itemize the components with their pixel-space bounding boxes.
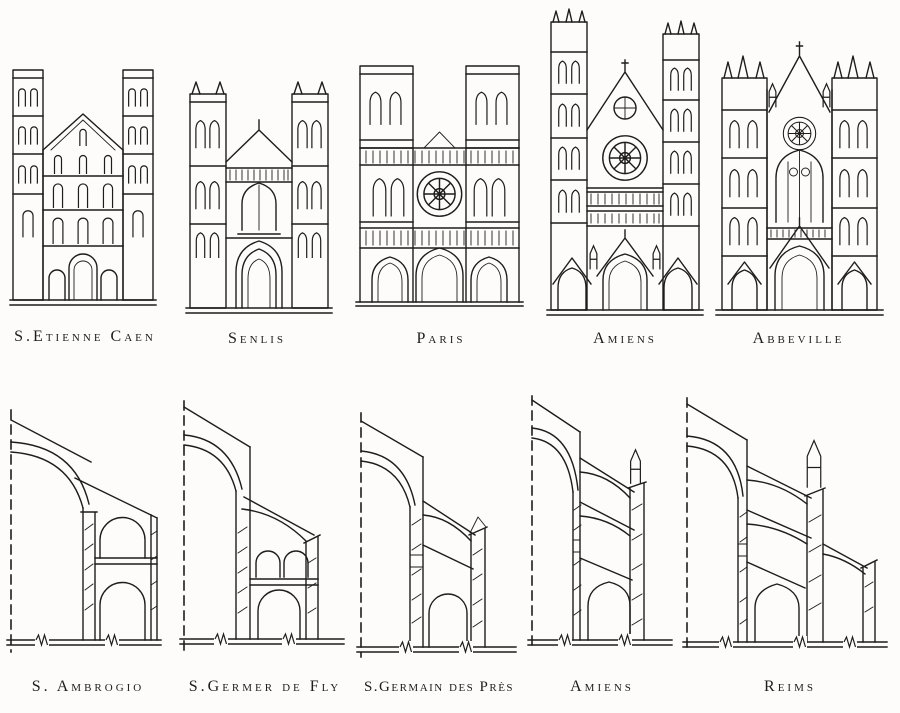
facade-drawing-setienne-caen <box>9 69 157 306</box>
section-drawing-reims <box>682 397 888 653</box>
section-s-germain-des-pres <box>355 405 520 667</box>
caption-reims: Reims <box>764 678 816 695</box>
section-drawing-s-ambrogio <box>6 409 162 653</box>
facade-senlis <box>184 72 334 322</box>
facade-paris <box>352 52 527 312</box>
facade-abbeville <box>712 32 887 322</box>
section-drawing-s-germer-de-fly <box>179 400 345 652</box>
facade-drawing-amiens <box>546 8 704 316</box>
caption-setienne-caen: S.Etienne Caen <box>14 328 156 345</box>
caption-senlis: Senlis <box>227 330 287 347</box>
facade-drawing-abbeville <box>715 41 884 316</box>
caption-amiens-section: Amiens <box>570 678 634 695</box>
section-amiens <box>526 390 676 662</box>
facade-amiens <box>545 8 705 323</box>
section-s-germer-de-fly <box>178 393 348 663</box>
caption-s-ambrogio: S. Ambrogio <box>31 678 145 695</box>
section-s-ambrogio <box>5 400 165 662</box>
caption-s-germain-des-pres: S.Germain des Près <box>363 679 515 695</box>
facade-drawing-paris <box>355 65 524 307</box>
facade-drawing-senlis <box>185 81 333 314</box>
section-reims <box>681 392 891 664</box>
caption-s-germer-de-fly: S.Germer de Fly <box>188 678 342 695</box>
facade-setienne-caen <box>8 56 158 321</box>
section-drawing-s-germain-des-pres <box>356 412 517 658</box>
caption-amiens-facade: Amiens <box>593 330 657 347</box>
caption-paris: Paris <box>416 330 466 347</box>
caption-abbeville: Abbeville <box>752 330 845 347</box>
section-drawing-amiens <box>527 395 673 651</box>
